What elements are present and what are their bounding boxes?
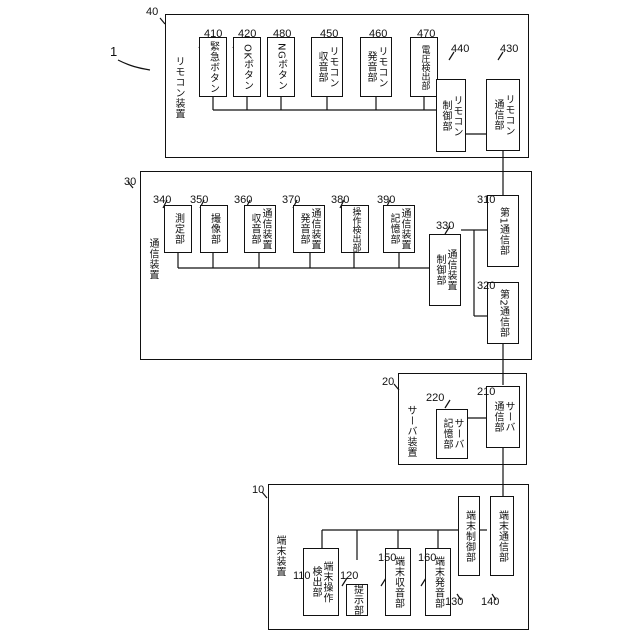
comm-device-ref: 30 — [124, 176, 136, 188]
server-memory-label: サーバ 記憶部 — [441, 418, 463, 450]
comm-sound-in-ref: 360 — [234, 194, 252, 206]
terminal-op-detect-block: 端末操作 検出部 — [303, 548, 339, 616]
comm-memory-label: 通信装置 記憶部 — [388, 208, 410, 250]
terminal-comm-block: 端末通信部 — [490, 496, 514, 576]
comm-control-block: 通信装置 制御部 — [429, 234, 461, 306]
ok-button-block: OKボタン — [233, 37, 261, 97]
server-memory-block: サーバ 記憶部 — [436, 409, 468, 459]
remote-sound-out-block: リモコン 発音部 — [360, 37, 392, 97]
comm-op-detect-ref: 380 — [331, 194, 349, 206]
terminal-comm-label: 端末通信部 — [497, 510, 508, 563]
remote-control-block: リモコン 制御部 — [436, 79, 466, 152]
display-label: 提示部 — [352, 584, 363, 616]
server-comm-label: サーバ 通信部 — [492, 401, 514, 433]
comm-sound-out-block: 通信装置 発音部 — [293, 205, 325, 253]
camera-label: 撮像部 — [209, 213, 220, 245]
terminal-sound-in-ref: 150 — [378, 552, 396, 564]
remote-comm-label: リモコン 通信部 — [492, 94, 514, 136]
terminal-op-detect-ref: 110 — [293, 570, 311, 582]
terminal-control-label: 端末制御部 — [464, 510, 475, 563]
remote-control-label: リモコン 制御部 — [440, 95, 462, 137]
remote-sound-in-block: リモコン 収音部 — [311, 37, 343, 97]
terminal-comm-ref: 140 — [481, 596, 499, 608]
remote-sound-in-label: リモコン 収音部 — [316, 46, 338, 88]
terminal-op-detect-label: 端末操作 検出部 — [310, 561, 332, 603]
camera-block: 撮像部 — [200, 205, 228, 253]
display-block: 提示部 — [346, 584, 368, 616]
emergency-button-label: 緊急ボタン — [208, 41, 219, 94]
comm1-label: 第1通信部 — [498, 207, 509, 256]
remote-sound-in-ref: 450 — [320, 28, 338, 40]
terminal-sound-out-ref: 160 — [418, 552, 436, 564]
voltage-detect-label: 電圧検出部 — [419, 45, 430, 90]
measure-block: 測定部 — [164, 205, 192, 253]
terminal-control-ref: 130 — [445, 596, 463, 608]
comm-op-detect-label: 操作検出部 — [350, 207, 361, 252]
comm-control-label: 通信装置 制御部 — [434, 249, 456, 291]
emergency-button-ref: 410 — [204, 28, 222, 40]
comm-sound-out-ref: 370 — [282, 194, 300, 206]
remote-device-title: リモコン装置 — [171, 56, 186, 119]
remote-control-ref: 440 — [451, 43, 469, 55]
comm-sound-in-label: 通信装置 収音部 — [249, 208, 271, 250]
comm-memory-ref: 390 — [377, 194, 395, 206]
comm2-label: 第2通信部 — [498, 289, 509, 338]
terminal-device-title: 端末装置 — [272, 535, 287, 577]
remote-sound-out-label: リモコン 発音部 — [365, 46, 387, 88]
remote-device-ref: 40 — [146, 6, 158, 18]
ng-button-ref: 480 — [273, 28, 291, 40]
comm-control-ref: 330 — [436, 220, 454, 232]
server-memory-ref: 220 — [426, 392, 444, 404]
server-device-ref: 20 — [382, 376, 394, 388]
figure-leader-line — [118, 60, 150, 70]
ng-button-block: NGボタン — [267, 37, 295, 97]
measure-label: 測定部 — [173, 213, 184, 245]
comm2-ref: 320 — [477, 280, 495, 292]
ng-button-label: NGボタン — [276, 43, 287, 91]
remote-sound-out-ref: 460 — [369, 28, 387, 40]
comm-memory-block: 通信装置 記憶部 — [383, 205, 415, 253]
display-ref: 120 — [340, 570, 358, 582]
comm1-ref: 310 — [477, 194, 495, 206]
terminal-control-block: 端末制御部 — [458, 496, 480, 576]
figure-number: 1 — [110, 44, 117, 59]
ok-button-label: OKボタン — [242, 44, 253, 91]
comm-op-detect-block: 操作検出部 — [341, 205, 369, 253]
camera-ref: 350 — [190, 194, 208, 206]
emergency-button-block: 緊急ボタン — [199, 37, 227, 97]
server-device-title: サーバ装置 — [403, 405, 418, 458]
remote-comm-ref: 430 — [500, 43, 518, 55]
measure-ref: 340 — [153, 194, 171, 206]
terminal-device-ref: 10 — [252, 484, 264, 496]
voltage-detect-ref: 470 — [417, 28, 435, 40]
remote-comm-block: リモコン 通信部 — [486, 79, 520, 151]
voltage-detect-block: 電圧検出部 — [410, 37, 438, 97]
comm-sound-out-label: 通信装置 発音部 — [298, 208, 320, 250]
comm-sound-in-block: 通信装置 収音部 — [244, 205, 276, 253]
ok-button-ref: 420 — [238, 28, 256, 40]
comm-device-title: 通信装置 — [145, 238, 160, 280]
server-comm-ref: 210 — [477, 386, 495, 398]
